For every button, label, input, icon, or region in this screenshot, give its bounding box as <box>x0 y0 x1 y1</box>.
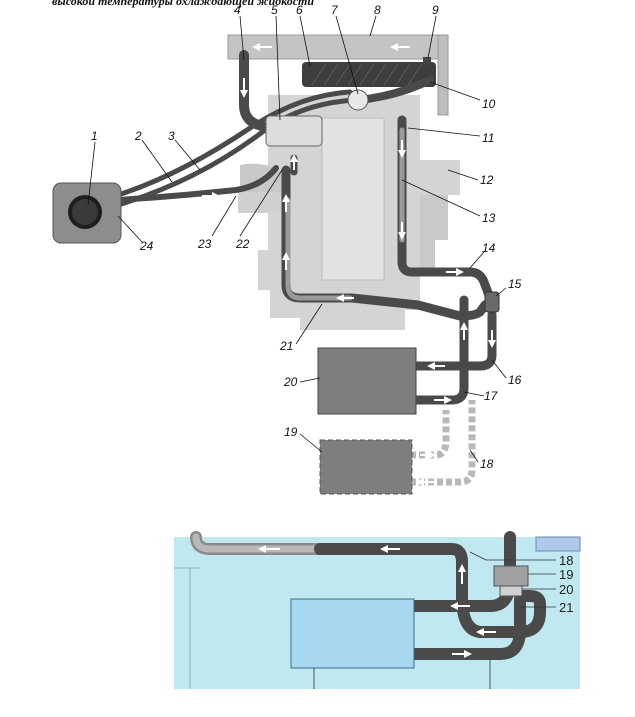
label-1: 1 <box>91 129 98 143</box>
outlet-connector <box>347 89 369 111</box>
inset-heater-core <box>290 598 415 669</box>
inset-valve <box>493 565 529 587</box>
label-18: 18 <box>480 457 494 471</box>
label-17: 17 <box>484 389 499 403</box>
inset-flow-arrows <box>258 545 496 658</box>
label-21: 21 <box>279 339 293 353</box>
expansion-tank <box>52 182 122 244</box>
inset-label-19: 19 <box>559 567 573 582</box>
optional-hoses <box>410 400 476 486</box>
label-3: 3 <box>168 129 175 143</box>
label-22: 22 <box>235 237 250 251</box>
label-2: 2 <box>134 129 142 143</box>
inset-label-18: 18 <box>559 553 573 568</box>
heater-core <box>317 347 417 415</box>
upper-diagram: 1 2 3 4 5 6 7 8 9 10 11 12 13 14 15 16 1… <box>52 3 522 495</box>
caption-text: высокой температуры охлаждающей жидкости <box>52 0 315 8</box>
flow-arrows <box>202 43 496 486</box>
thermostat-housing <box>265 115 323 147</box>
label-4: 4 <box>234 3 241 17</box>
label-8: 8 <box>374 3 381 17</box>
label-23: 23 <box>197 237 212 251</box>
label-13: 13 <box>482 211 496 225</box>
aux-heater <box>319 439 413 495</box>
label-9: 9 <box>432 3 439 17</box>
label-14: 14 <box>482 241 496 255</box>
lower-diagram: 18 19 20 21 <box>174 531 581 689</box>
lower-labels: 18 19 20 21 <box>559 553 573 615</box>
label-7: 7 <box>331 3 339 17</box>
upper-labels: 1 2 3 4 5 6 7 8 9 10 11 12 13 14 15 16 1… <box>91 3 522 471</box>
valve <box>484 291 500 313</box>
label-11: 11 <box>482 131 494 145</box>
inset-label-20: 20 <box>559 582 573 597</box>
label-24: 24 <box>139 239 154 253</box>
inset-label-21: 21 <box>559 600 573 615</box>
label-16: 16 <box>508 373 522 387</box>
radiator-cap <box>423 57 431 65</box>
label-15: 15 <box>508 277 522 291</box>
label-20: 20 <box>283 375 298 389</box>
label-6: 6 <box>296 3 303 17</box>
label-19: 19 <box>284 425 298 439</box>
label-10: 10 <box>482 97 496 111</box>
label-12: 12 <box>480 173 494 187</box>
label-5: 5 <box>271 3 278 17</box>
